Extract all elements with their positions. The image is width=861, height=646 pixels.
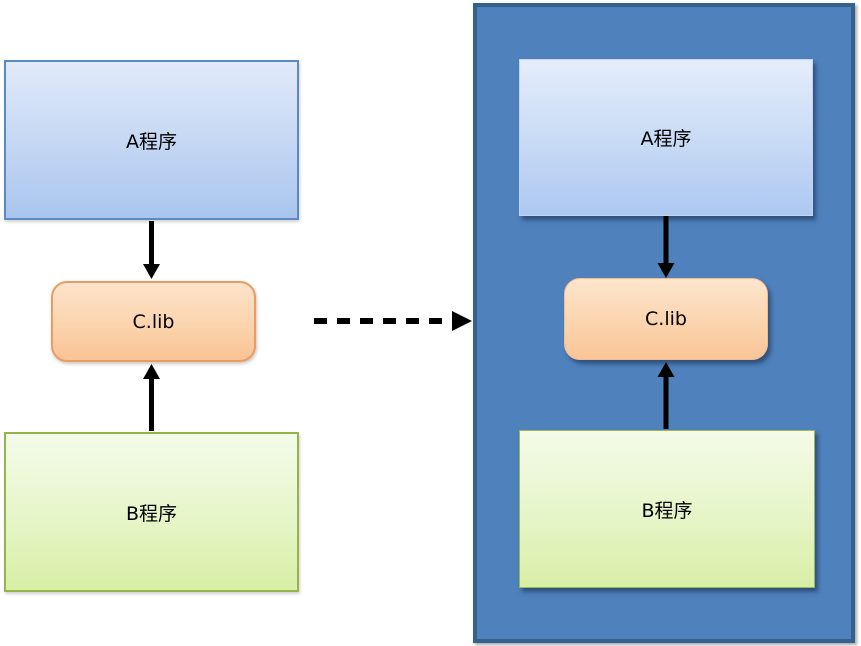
program-a-label-left: A程序 bbox=[126, 130, 177, 153]
program-b-label-right: B程序 bbox=[641, 499, 693, 522]
dashed-transform-arrow bbox=[314, 311, 472, 331]
linked-container-box: A程序 C.lib B程序 bbox=[473, 3, 855, 643]
c-lib-label-right: C.lib bbox=[645, 308, 687, 330]
program-b-box-left: B程序 bbox=[4, 432, 299, 592]
c-lib-box-right: C.lib bbox=[564, 278, 768, 360]
program-b-label-left: B程序 bbox=[125, 502, 178, 525]
arrow-a-to-c-left bbox=[143, 221, 160, 279]
c-lib-box-left: C.lib bbox=[51, 281, 256, 362]
program-b-box-right: B程序 bbox=[519, 430, 815, 588]
program-a-label-right: A程序 bbox=[640, 128, 692, 150]
program-a-box-left: A程序 bbox=[4, 60, 299, 220]
arrow-b-to-c-left bbox=[143, 364, 160, 431]
c-lib-label-left: C.lib bbox=[132, 310, 175, 333]
program-a-box-right: A程序 bbox=[519, 59, 813, 216]
